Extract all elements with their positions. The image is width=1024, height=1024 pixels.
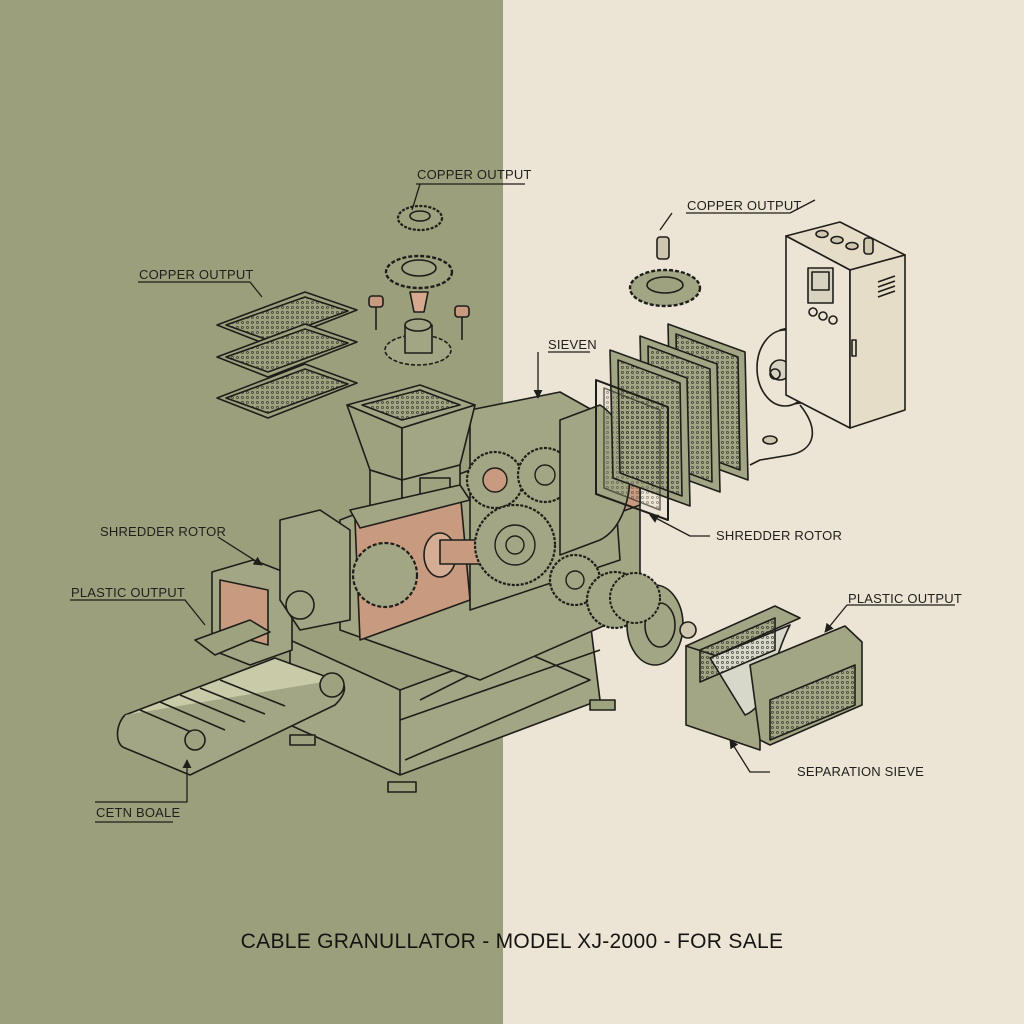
label-copper-output-top: COPPER OUTPUT bbox=[417, 167, 532, 182]
label-cetn-boale: CETN BOALE bbox=[96, 805, 181, 820]
control-cabinet bbox=[785, 221, 906, 429]
label-separation-sieve: SEPARATION SIEVE bbox=[797, 764, 924, 779]
sieve-frames bbox=[595, 323, 749, 521]
label-plastic-output-left: PLASTIC OUTPUT bbox=[71, 585, 186, 600]
separation-sieve-trough bbox=[685, 605, 863, 751]
label-shredder-rotor-left: SHREDDER ROTOR bbox=[100, 524, 227, 539]
label-copper-output-left: COPPER OUTPUT bbox=[139, 267, 254, 282]
leader-lines bbox=[70, 183, 955, 823]
copper-output-gear-right bbox=[628, 236, 778, 445]
label-plastic-output-right: PLASTIC OUTPUT bbox=[848, 591, 963, 606]
exploded-gear-stack bbox=[368, 204, 470, 366]
copper-sieve-trays bbox=[216, 291, 358, 419]
label-copper-output-right: COPPER OUTPUT bbox=[687, 198, 802, 213]
feed-hopper bbox=[346, 384, 476, 529]
label-sieven: SIEVEN bbox=[548, 337, 597, 352]
diagram-title: CABLE GRANULLATOR - MODEL XJ-2000 - FOR … bbox=[240, 930, 784, 953]
plastic-output-chute bbox=[194, 509, 351, 666]
label-shredder-rotor-right: SHREDDER ROTOR bbox=[716, 528, 843, 543]
belt-conveyor bbox=[116, 657, 346, 776]
rotor-disc bbox=[609, 572, 697, 666]
